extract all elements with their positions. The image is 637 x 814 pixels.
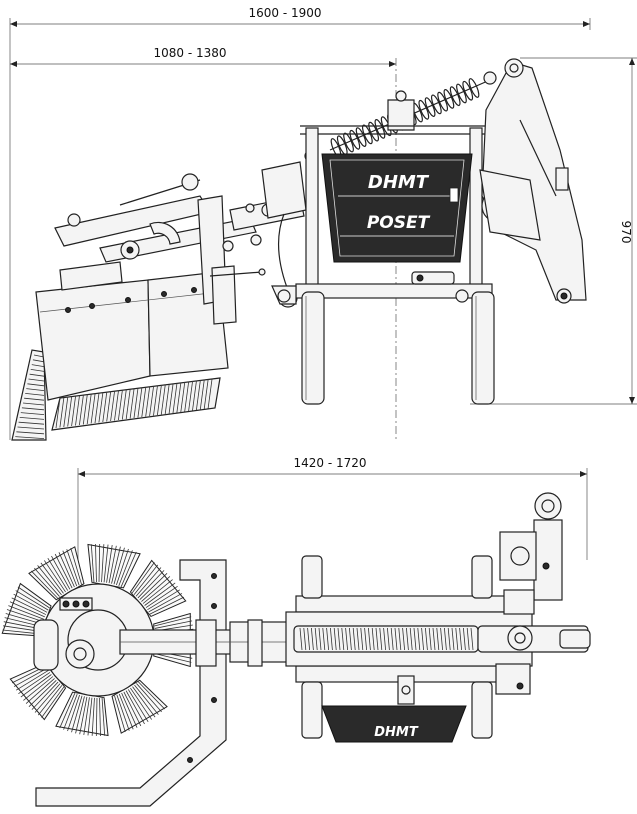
- overall-width-label: 1600 - 1900: [248, 6, 321, 20]
- rotary-brush: [1, 543, 194, 737]
- telescopic-arm: [119, 619, 301, 667]
- side-brush-bottom: [51, 377, 221, 431]
- hydraulic-fittings: [397, 675, 415, 705]
- top-logo-plate: DHMT: [321, 705, 467, 743]
- height-label: 970: [619, 221, 633, 244]
- main-frame: [271, 127, 493, 305]
- side-poset-logo: POSET: [367, 213, 431, 233]
- support-wheel-right: [471, 291, 495, 405]
- side-logo-plate: DHMT POSET: [321, 153, 473, 263]
- pivot-bracket: [479, 58, 587, 304]
- dimension-overall-width: 1600 - 1900: [9, 6, 591, 440]
- top-view: DHMT: [1, 492, 591, 807]
- side-brush-left: [11, 349, 47, 441]
- offset-width-label: 1080 - 1380: [153, 46, 226, 60]
- brush-housing: [35, 261, 229, 401]
- side-view: DHMT POSET: [11, 58, 587, 441]
- dimension-top-view-width: 1420 - 1720: [77, 456, 588, 580]
- support-wheel-left: [301, 291, 325, 405]
- top-view-width-label: 1420 - 1720: [293, 456, 366, 470]
- top-spring: [293, 625, 591, 653]
- brush-guard: [35, 559, 227, 807]
- dimension-height: 970: [470, 57, 637, 405]
- dimension-offset-width: 1080 - 1380: [10, 46, 397, 440]
- hydraulic-cylinder: [411, 271, 455, 285]
- top-hanger: [300, 90, 496, 135]
- top-pivot-bracket: [499, 492, 563, 615]
- lower-bracket: [495, 663, 531, 695]
- side-dhmt-logo: DHMT: [368, 172, 430, 193]
- top-dhmt-logo: DHMT: [374, 725, 419, 740]
